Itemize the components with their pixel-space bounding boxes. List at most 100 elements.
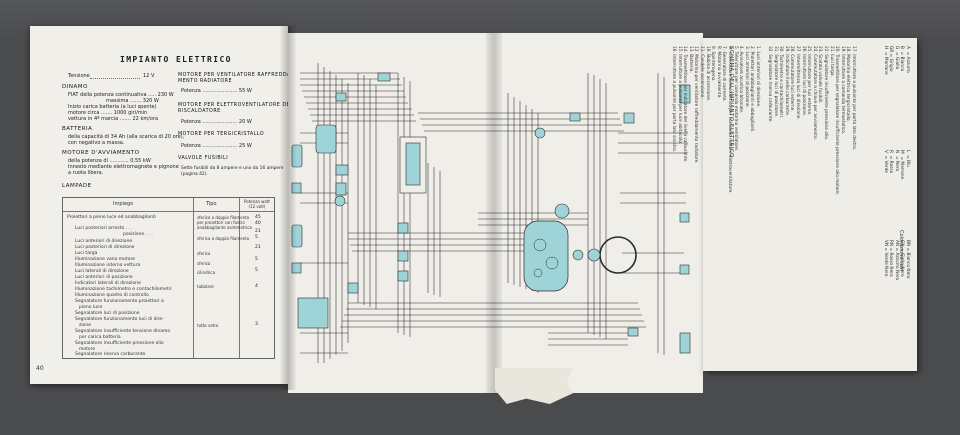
motore-avviamento-line-2: Innesto mediante elettromagnete e pignon… bbox=[68, 164, 179, 170]
switch bbox=[397, 222, 409, 234]
lampade-heading: LAMPADE bbox=[62, 183, 92, 189]
potenza-cell: 5 bbox=[255, 268, 258, 273]
table-header-potenza: Potenza watt (12 volt) bbox=[244, 199, 270, 209]
tensione-value: 12 V bbox=[143, 73, 155, 79]
tipo-cell: sferica a doppio filamento bbox=[197, 236, 250, 241]
table-row: Luci posteriori arresto . . . bbox=[75, 226, 133, 231]
torn-paper-edge bbox=[495, 368, 573, 404]
connector bbox=[623, 112, 635, 124]
tipo-cell: cilindrica bbox=[197, 270, 216, 275]
table-row: zione bbox=[79, 323, 91, 328]
table-header-impiego: Impiego bbox=[113, 201, 134, 207]
tipo-cell: tutto vetro bbox=[197, 323, 219, 328]
leader-dots bbox=[90, 78, 140, 79]
horn bbox=[335, 92, 347, 102]
tergicristallo-potenza: Potenza ...................... 25 W bbox=[181, 143, 252, 149]
table-row: per carica batteria bbox=[79, 335, 121, 340]
table-row: Luci posteriori di direzione bbox=[75, 245, 135, 250]
headlamp-left bbox=[291, 144, 303, 168]
switch bbox=[397, 270, 409, 282]
potenza-cell: 21 bbox=[255, 245, 261, 250]
elettroventilatore-heading: MOTORE PER ELETTROVENTILATORE DEL bbox=[178, 103, 294, 108]
tensione-label: Tensione bbox=[68, 73, 90, 79]
connector bbox=[377, 72, 391, 82]
table-header-tipo: Tipo bbox=[206, 201, 217, 207]
valvole-fusibili-line-1: Sette fusibili da 8 ampere e uno da 16 a… bbox=[181, 166, 284, 171]
table-row: posizione . . . bbox=[123, 232, 153, 237]
gauge-icon bbox=[545, 256, 559, 270]
cluster-panel bbox=[523, 220, 569, 292]
steering-wheel-icon bbox=[599, 236, 637, 274]
legend-col-2: L = Blu M = Marrone N = Nero R = Rosso V… bbox=[882, 150, 910, 180]
potenza-cell: 45 bbox=[255, 215, 261, 220]
potenza-cell: 5 bbox=[255, 235, 258, 240]
tipo-cell: sferica bbox=[197, 251, 211, 256]
wiring-diagram bbox=[291, 63, 691, 363]
page-title: IMPIANTO ELETTRICO bbox=[120, 55, 232, 64]
headlamp-right bbox=[291, 224, 303, 248]
switch-dial-icon bbox=[587, 248, 601, 262]
direction-lamp-left bbox=[291, 182, 302, 194]
dinamo-line-1: FIAT della potenza continuativa ..... 23… bbox=[68, 92, 174, 98]
table-header-divider bbox=[63, 211, 274, 212]
coil bbox=[335, 164, 349, 176]
instrument-cluster bbox=[334, 127, 637, 292]
table-row: Segnalatore insufficiente pressione olio bbox=[75, 341, 164, 346]
potenza-cell: 5 bbox=[255, 257, 258, 262]
dinamo-line-2: massima ....... 320 W bbox=[106, 98, 159, 104]
left-page bbox=[30, 26, 288, 384]
potenza-cell: 3 bbox=[255, 322, 258, 327]
page-fold-shadow bbox=[280, 26, 296, 390]
diagram-components bbox=[291, 72, 691, 354]
elettroventilatore-heading-2: RISCALDATORE bbox=[178, 109, 221, 114]
potenza-cell: 4 bbox=[255, 284, 258, 289]
rear-lamp-lower bbox=[679, 332, 691, 354]
wire-bundle bbox=[300, 63, 688, 363]
distributor-icon bbox=[334, 195, 346, 207]
relay bbox=[335, 182, 347, 196]
dinamo-line-3: Inizio carica batteria (a luci spente) bbox=[68, 104, 157, 110]
tipo-cell: sferica bbox=[197, 261, 211, 266]
table-row: Illuminazione interno vettura bbox=[75, 263, 141, 268]
table-column-divider bbox=[193, 198, 194, 358]
table-row: Indicatori laterali di direzione bbox=[75, 281, 141, 286]
table-row: Segnalatore funzionamento proiettori a bbox=[75, 299, 164, 304]
potenza-cell: 40 bbox=[255, 221, 261, 226]
gauge-icon bbox=[533, 268, 543, 278]
connector bbox=[569, 112, 581, 122]
connector bbox=[347, 282, 359, 294]
table-row: Segnalatore funzionamento luci di dire- bbox=[75, 317, 164, 322]
connector bbox=[627, 327, 639, 337]
dinamo-heading: DINAMO bbox=[62, 84, 88, 90]
legend-col-3: BN = Bianco Nero GN = Giallo Nero AN = A… bbox=[882, 240, 910, 281]
table-row: Segnalatore insufficiente tensione dinam… bbox=[75, 329, 171, 334]
fuse-strip bbox=[405, 142, 421, 186]
potenza-cell: 21 bbox=[255, 229, 261, 234]
elettroventilatore-potenza: Potenza ...................... 20 W bbox=[181, 119, 252, 125]
ventilatore-heading: MOTORE PER VENTILATORE RAFFREDDA- bbox=[178, 73, 293, 78]
legend-page bbox=[703, 38, 917, 371]
table-row: Segnalatore luci di posizione bbox=[75, 311, 140, 316]
gauge-icon bbox=[533, 238, 547, 252]
table-row: Illuminazione quadro di controllo bbox=[75, 293, 149, 298]
connector bbox=[679, 212, 690, 223]
table-row: Luci targa bbox=[75, 251, 98, 256]
batteria-line-2: con negativo a massa. bbox=[68, 140, 125, 146]
dinamo-line-4: motore circa ....... 1000 giri/min bbox=[68, 110, 148, 116]
page-number: 40 bbox=[36, 365, 44, 372]
table-row: pieno luce bbox=[79, 305, 103, 310]
valvole-fusibili-line-2: (pagina 42). bbox=[181, 172, 208, 177]
tipo-cell: tubolare bbox=[197, 284, 214, 289]
ventilatore-heading-2: MENTO RADIATORE bbox=[178, 79, 232, 84]
tergicristallo-heading: MOTORE PER TERGICRISTALLO bbox=[178, 132, 265, 137]
motore-avviamento-heading: MOTORE D'AVVIAMENTO bbox=[62, 150, 140, 156]
page-fold-shadow bbox=[486, 33, 502, 393]
legend-col-1: A = Azzurro B = Bianco G = Giallo GR = G… bbox=[882, 46, 910, 75]
table-row: Illuminazione tachimetro e contachilomet… bbox=[75, 287, 172, 292]
table-row: Proiettori a pieno luce ed anabbaglianti bbox=[67, 215, 156, 220]
motore-avviamento-line-3: a ruota libera. bbox=[68, 170, 104, 176]
table-row: Luci laterali di direzione bbox=[75, 269, 129, 274]
switch-dial-icon bbox=[572, 249, 584, 261]
table-row: Segnalatore riserva carburante bbox=[75, 352, 146, 357]
lampade-table: Impiego Tipo Potenza watt (12 volt) Proi… bbox=[62, 197, 275, 359]
